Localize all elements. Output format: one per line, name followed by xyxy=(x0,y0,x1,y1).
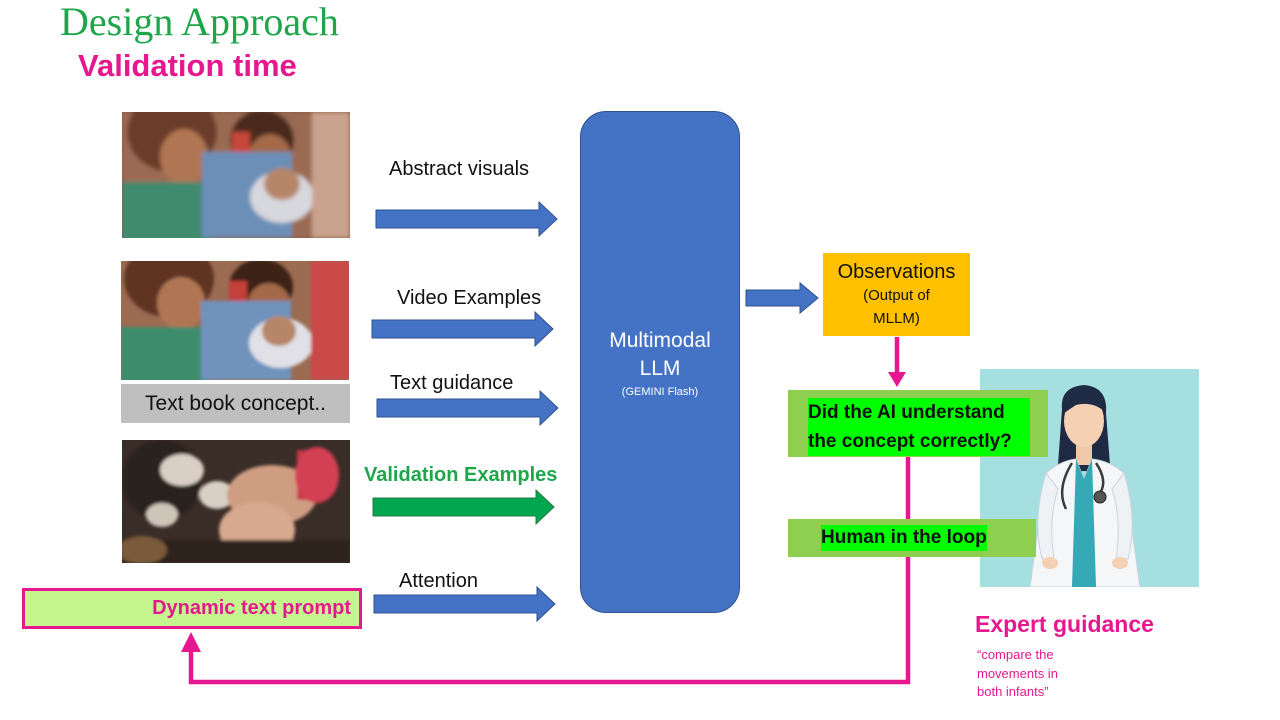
label-attention: Attention xyxy=(399,570,478,592)
validation-example-thumbnail xyxy=(122,440,350,563)
feedback-loop-connector xyxy=(188,557,911,685)
expert-guidance-quote: “compare the movements in both infants” xyxy=(977,647,1058,699)
human-in-loop-label: Human in the loop xyxy=(821,525,987,551)
expert-guidance-title: Expert guidance xyxy=(975,611,1154,637)
understanding-check-question: Did the AI understand the concept correc… xyxy=(808,398,1030,456)
dynamic-text-prompt-box: Dynamic text prompt xyxy=(22,588,362,629)
arrow-text-guidance xyxy=(376,389,559,427)
arrowhead-to-question xyxy=(888,372,906,387)
observations-subtitle: (Output of MLLM) xyxy=(863,287,930,327)
arrow-to-observations xyxy=(745,281,819,315)
arrow-video-examples xyxy=(371,310,554,348)
textbook-concept-box: Text book concept.. xyxy=(121,384,350,423)
human-in-loop-box: Human in the loop xyxy=(788,519,1036,557)
arrow-attention xyxy=(373,585,556,623)
arrow-abstract-visuals xyxy=(375,200,558,238)
observations-title: Observations xyxy=(837,261,956,283)
label-validation-examples: Validation Examples xyxy=(364,464,558,486)
multimodal-llm-block: Multimodal LLM (GEMINI Flash) xyxy=(580,111,740,613)
llm-title: Multimodal LLM xyxy=(609,329,711,380)
observations-box: Observations (Output of MLLM) xyxy=(823,253,970,336)
page-subtitle: Validation time xyxy=(78,48,297,83)
label-text-guidance: Text guidance xyxy=(390,372,514,394)
page-title: Design Approach xyxy=(60,0,339,44)
label-video-examples: Video Examples xyxy=(397,287,542,309)
understanding-check-box: Did the AI understand the concept correc… xyxy=(788,390,1048,457)
label-abstract-visuals: Abstract visuals xyxy=(389,158,530,180)
video-thumbnail-abstract xyxy=(122,112,350,238)
arrow-validation-examples xyxy=(372,488,555,526)
arrowhead-to-dynamic-prompt xyxy=(181,632,201,652)
llm-model-name: (GEMINI Flash) xyxy=(621,386,699,398)
video-thumbnail-examples xyxy=(121,261,349,380)
